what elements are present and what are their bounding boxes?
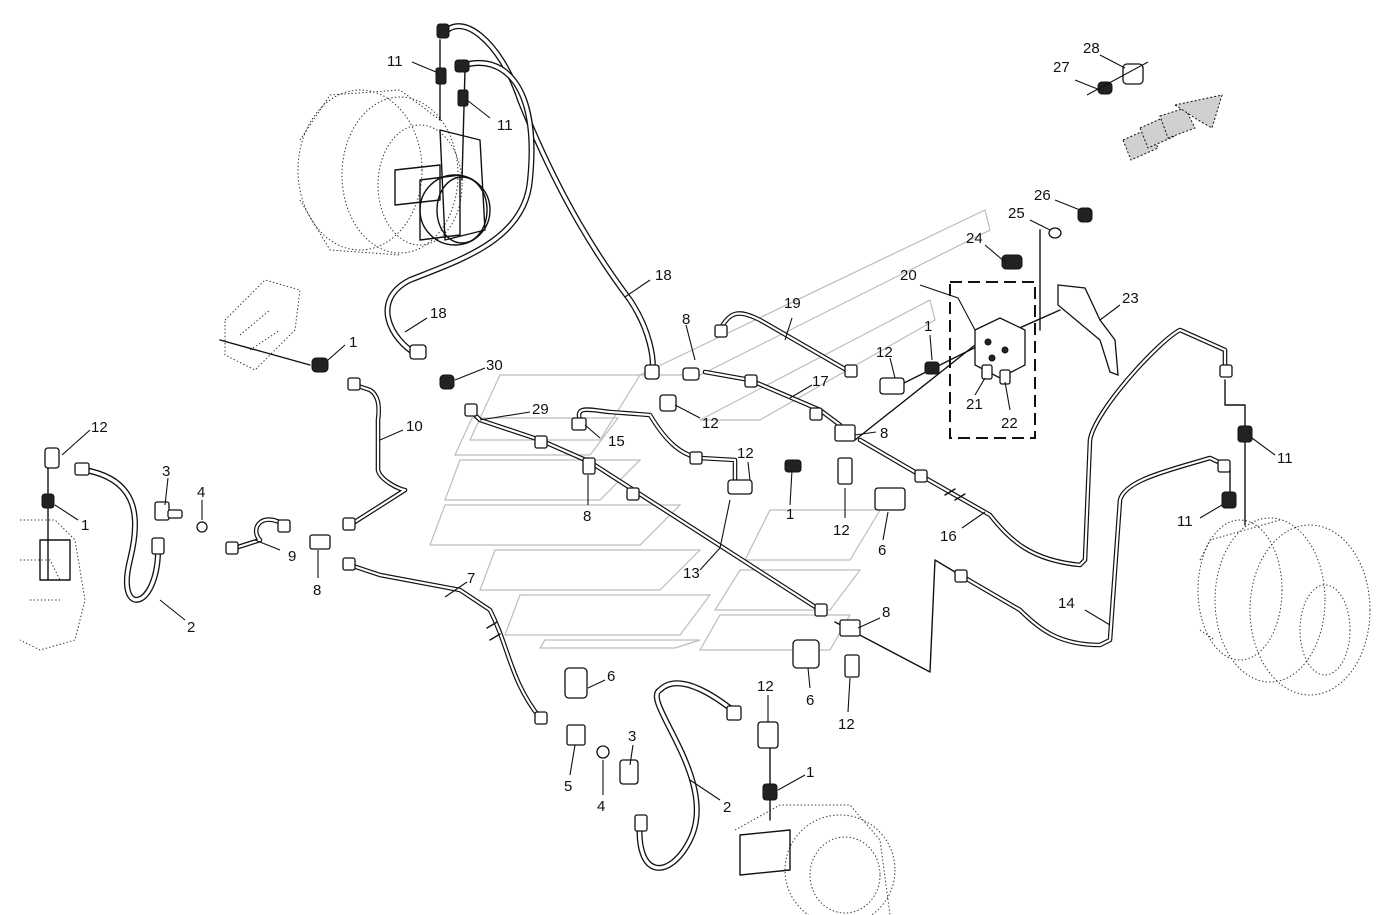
callout-12-c: 12 — [737, 445, 754, 462]
callout-2-a: 2 — [187, 619, 195, 636]
callout-14: 14 — [1058, 595, 1075, 612]
callout-8-a: 8 — [313, 582, 321, 599]
hose-18-long — [440, 23, 656, 378]
direction-arrow-icon — [1122, 94, 1223, 161]
callout-1-b: 1 — [81, 517, 89, 534]
wheel-hub-left — [19, 519, 86, 651]
callout-6-b: 6 — [806, 692, 814, 709]
callout-4-b: 4 — [597, 798, 605, 815]
callout-28: 28 — [1083, 40, 1100, 57]
bracket-23 — [1057, 284, 1119, 376]
hose-18-short — [384, 59, 535, 358]
callout-12-a: 12 — [91, 419, 108, 436]
callout-22: 22 — [1001, 415, 1018, 432]
callout-30: 30 — [486, 357, 503, 374]
callout-15: 15 — [608, 433, 625, 450]
callout-24: 24 — [966, 230, 983, 247]
callout-10: 10 — [406, 418, 423, 435]
callout-8-c: 8 — [682, 311, 690, 328]
pipes — [232, 311, 1228, 721]
wheel-hub-right — [1197, 517, 1371, 696]
callout-6-c: 6 — [607, 668, 615, 685]
callout-29: 29 — [532, 401, 549, 418]
leader-lines — [54, 54, 1276, 801]
callout-12-e: 12 — [833, 522, 850, 539]
callout-11-c: 11 — [1277, 450, 1293, 467]
callout-1-e: 1 — [806, 764, 814, 781]
callout-17: 17 — [812, 373, 829, 390]
callout-8-d: 8 — [880, 425, 888, 442]
valve-block-20 — [949, 281, 1036, 439]
hose-2-bottom — [636, 680, 738, 871]
callout-12-f: 12 — [838, 716, 855, 733]
callout-12-b: 12 — [702, 415, 719, 432]
callout-19: 19 — [784, 295, 801, 312]
hose-2-left — [82, 467, 162, 603]
pipe-breaks — [486, 488, 966, 641]
wheel-hub-top — [297, 89, 491, 256]
valve-block-left — [224, 279, 301, 371]
callout-12-g: 12 — [757, 678, 774, 695]
callout-23: 23 — [1122, 290, 1139, 307]
callout-1-c: 1 — [924, 318, 932, 335]
callout-labels: 11 11 18 18 1 30 29 15 10 12 1 3 4 9 8 2… — [81, 40, 1293, 816]
callout-2-b: 2 — [723, 799, 731, 816]
callout-13: 13 — [683, 565, 700, 582]
callout-1-d: 1 — [786, 506, 794, 523]
callout-4-a: 4 — [197, 484, 205, 501]
callout-11-a: 11 — [387, 53, 403, 70]
callout-21: 21 — [966, 396, 983, 413]
fittings — [41, 23, 1253, 832]
callout-3-a: 3 — [162, 463, 170, 480]
callout-18-b: 18 — [430, 305, 447, 322]
callout-26: 26 — [1034, 187, 1051, 204]
callout-11-d: 11 — [1177, 513, 1193, 530]
callout-9: 9 — [288, 548, 296, 565]
callout-18-a: 18 — [655, 267, 672, 284]
callout-7: 7 — [467, 570, 475, 587]
callout-25: 25 — [1008, 205, 1025, 222]
callout-6-a: 6 — [878, 542, 886, 559]
callout-16: 16 — [940, 528, 957, 545]
callout-11-b: 11 — [497, 117, 513, 134]
callout-5: 5 — [564, 778, 572, 795]
callout-8-e: 8 — [882, 604, 890, 621]
callout-8-b: 8 — [583, 508, 591, 525]
callout-27: 27 — [1053, 59, 1070, 76]
callout-1-a: 1 — [349, 334, 357, 351]
schematic-lines — [47, 39, 1246, 821]
callout-12-d: 12 — [876, 344, 893, 361]
wheel-hub-bottom — [734, 804, 896, 915]
callout-20: 20 — [900, 267, 917, 284]
callout-3-b: 3 — [628, 728, 636, 745]
